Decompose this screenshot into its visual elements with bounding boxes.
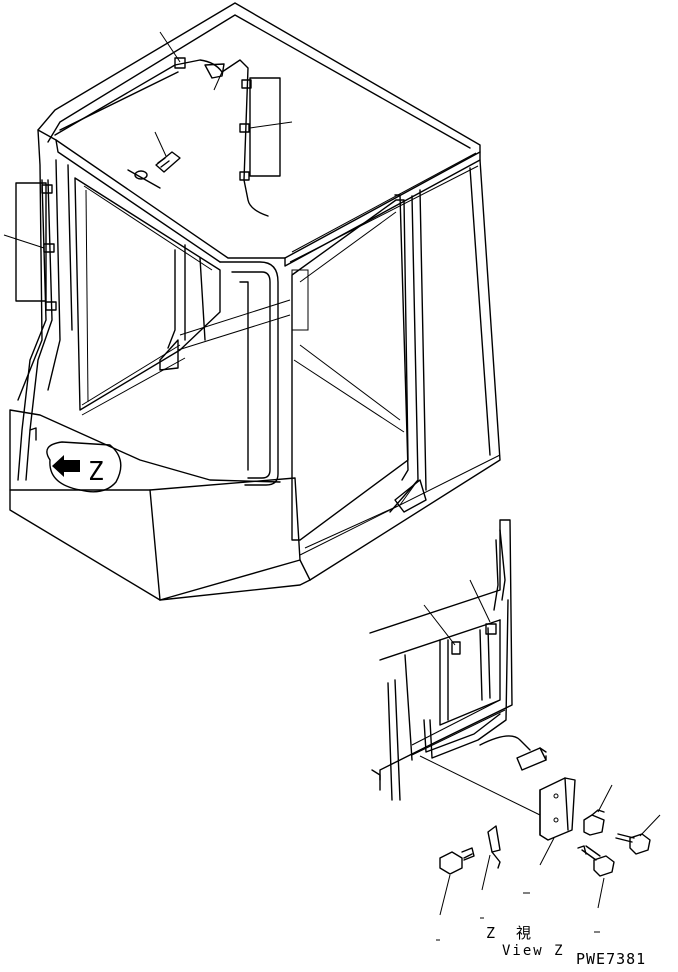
drawing-code: PWE7381	[576, 950, 647, 968]
bolt-left	[439, 847, 475, 875]
bolt-right	[615, 833, 651, 855]
view-z-caption-japanese: Z 視	[486, 924, 538, 942]
view-z-caption-english: View Z	[502, 943, 565, 959]
view-z-detail	[369, 519, 661, 941]
operator-cab	[9, 2, 501, 601]
leader-lines-upper	[3, 31, 293, 249]
view-z-marker-label: Z	[88, 457, 104, 487]
bolt-center	[577, 845, 615, 877]
